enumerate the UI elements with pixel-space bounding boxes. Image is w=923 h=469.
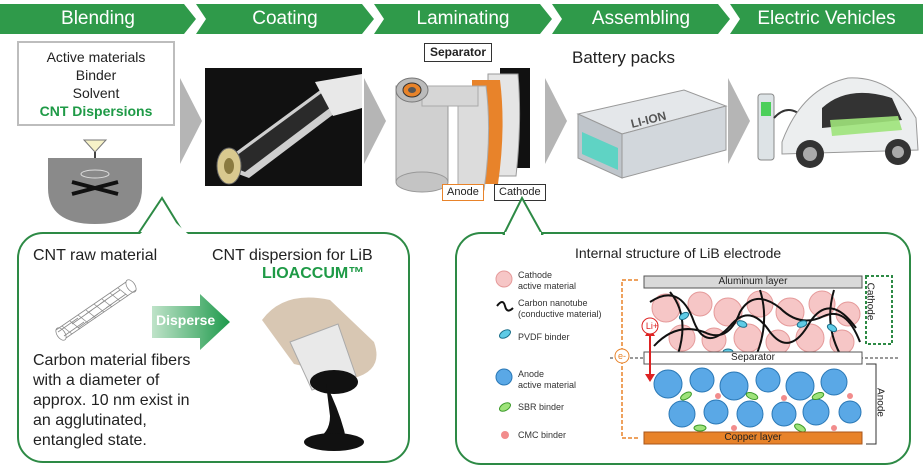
copper-layer-label: Copper layer: [724, 432, 782, 443]
step-label: Laminating: [416, 8, 510, 29]
electron-label: e-: [617, 351, 626, 361]
legend-text: active material: [518, 281, 577, 291]
description-line: with a diameter of: [33, 372, 160, 389]
step-arrow-shape: [374, 4, 552, 34]
nanotube-illustration: [55, 279, 137, 341]
callout-pointer-fill: [140, 212, 188, 234]
cathode-label: Cathode: [494, 184, 546, 201]
battery-pack-image: LI-ION: [576, 89, 728, 179]
ingredient-solvent: Solvent: [72, 85, 120, 101]
legend-text: (conductive material): [518, 309, 602, 319]
electrode-legend-symbols: [495, 270, 514, 439]
aluminum-layer-label: Aluminum layer: [718, 276, 788, 287]
legend-sbr: SBR binder: [518, 402, 565, 412]
step-label: Coating: [252, 8, 318, 29]
step-label: Assembling: [591, 8, 691, 29]
dispersion-bottle-image: [234, 290, 386, 456]
legend-cnt: Carbon nanotube(conductive material): [518, 298, 602, 320]
anode-side-label: Anode: [874, 388, 886, 417]
step-laminating: Laminating: [374, 4, 552, 34]
right-callout-pointer: [502, 196, 544, 236]
cnt-description: Carbon material fibers with a diameter o…: [33, 351, 190, 451]
legend-text: Anode: [518, 369, 545, 379]
separator-label: Separator: [424, 43, 493, 62]
step-arrow-shape: [552, 4, 730, 34]
cathode-side-label: Cathode: [864, 282, 876, 321]
disperse-label: Disperse: [156, 312, 216, 328]
step-blending: Blending: [0, 4, 196, 34]
legend-cmc: CMC binder: [518, 430, 567, 440]
cnt-dispersion-title: CNT dispersion for LiB: [212, 247, 373, 264]
description-line: approx. 10 nm exist in: [33, 392, 190, 409]
coating-roll-image: [205, 68, 362, 186]
ingredient-cnt-dispersions: CNT Dispersions: [39, 103, 153, 119]
step-label: Electric Vehicles: [757, 8, 896, 29]
electrode-structure-title: Internal structure of LiB electrode: [575, 245, 782, 261]
lioaccum-brand: LIOACCUM™: [262, 265, 365, 282]
ingredient-active-materials: Active materials: [46, 49, 146, 65]
chevron-icon: [728, 78, 750, 164]
li-ion-label: Li+: [645, 321, 659, 331]
chevron-icon: [545, 78, 567, 164]
separator-layer-label: Separator: [731, 352, 775, 363]
step-arrow-shape: [730, 4, 923, 34]
chevron-icon: [364, 78, 386, 164]
lamination-illustration: [395, 68, 530, 193]
electric-vehicle-image: [757, 77, 919, 168]
battery-packs-label: Battery packs: [572, 48, 675, 67]
legend-text: Carbon nanotube: [518, 298, 588, 308]
description-line: entangled state.: [33, 432, 147, 449]
legend-text: Cathode: [518, 270, 553, 280]
step-coating: Coating: [196, 4, 374, 34]
electrode-schematic: [610, 275, 900, 445]
step-arrow-shape: [0, 4, 196, 34]
step-assembling: Assembling: [552, 4, 730, 34]
chevron-icon: [180, 78, 202, 164]
disperse-arrow: [152, 294, 230, 350]
blending-ingredients-box: Active materials Binder Solvent CNT Disp…: [17, 41, 175, 126]
anode-label: Anode: [442, 184, 484, 201]
step-electric-vehicles: Electric Vehicles: [730, 4, 923, 34]
description-line: Carbon material fibers: [33, 352, 191, 369]
legend-text: active material: [518, 380, 577, 390]
ingredient-binder: Binder: [75, 67, 117, 83]
step-label: Blending: [61, 8, 135, 29]
cnt-raw-material-title: CNT raw material: [33, 247, 158, 264]
legend-pvdf: PVDF binder: [518, 332, 570, 342]
step-arrow-shape: [196, 4, 374, 34]
description-line: an agglutinated,: [33, 412, 147, 429]
mixer-illustration: [48, 139, 142, 224]
